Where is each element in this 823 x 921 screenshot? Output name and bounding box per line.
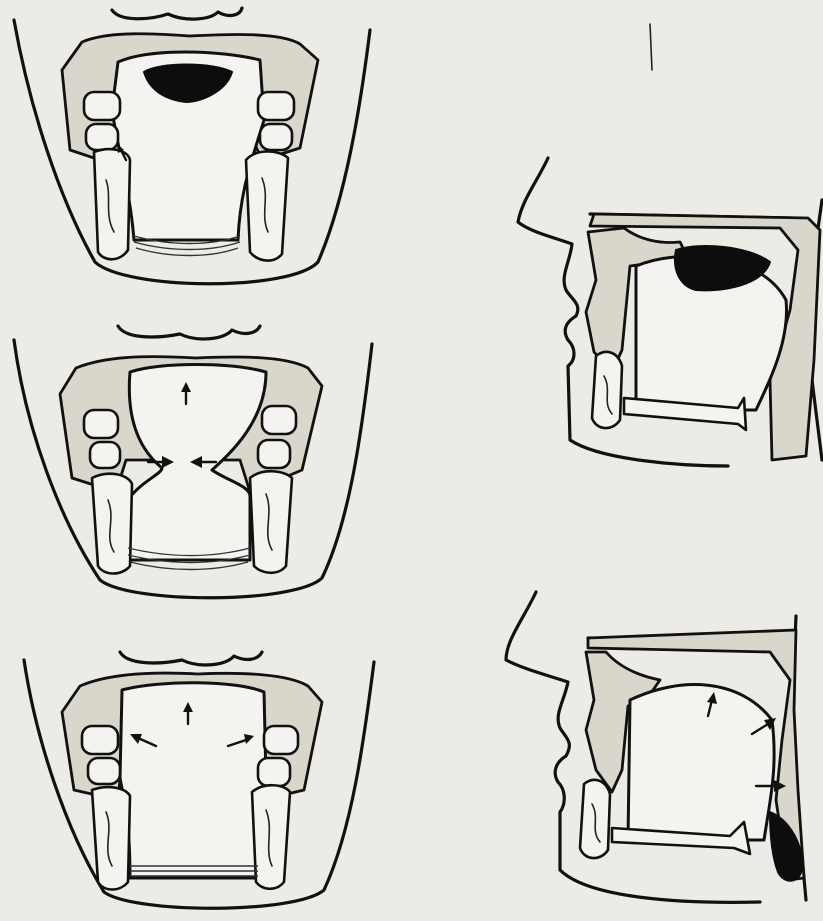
mandible-left — [92, 787, 130, 889]
molar-lower-right — [258, 758, 290, 786]
molar-upper-right — [262, 406, 296, 434]
molar-lower-right — [258, 440, 290, 468]
oral-cavity — [120, 683, 266, 878]
molar-lower-right — [260, 124, 292, 150]
molar-upper-left — [82, 726, 118, 754]
molar-upper-left — [84, 92, 120, 120]
mandible-right — [246, 152, 288, 261]
molar-upper-right — [258, 92, 294, 120]
molar-lower-left — [86, 124, 118, 150]
molar-lower-left — [88, 758, 120, 784]
molar-upper-left — [84, 410, 118, 438]
mandible-right — [250, 471, 292, 573]
molar-upper-right — [264, 726, 298, 754]
mandible-left — [92, 474, 132, 574]
oral-cavity — [628, 685, 774, 840]
mandible-right — [252, 785, 290, 889]
mandible-left — [94, 149, 130, 259]
molar-lower-left — [90, 442, 120, 468]
